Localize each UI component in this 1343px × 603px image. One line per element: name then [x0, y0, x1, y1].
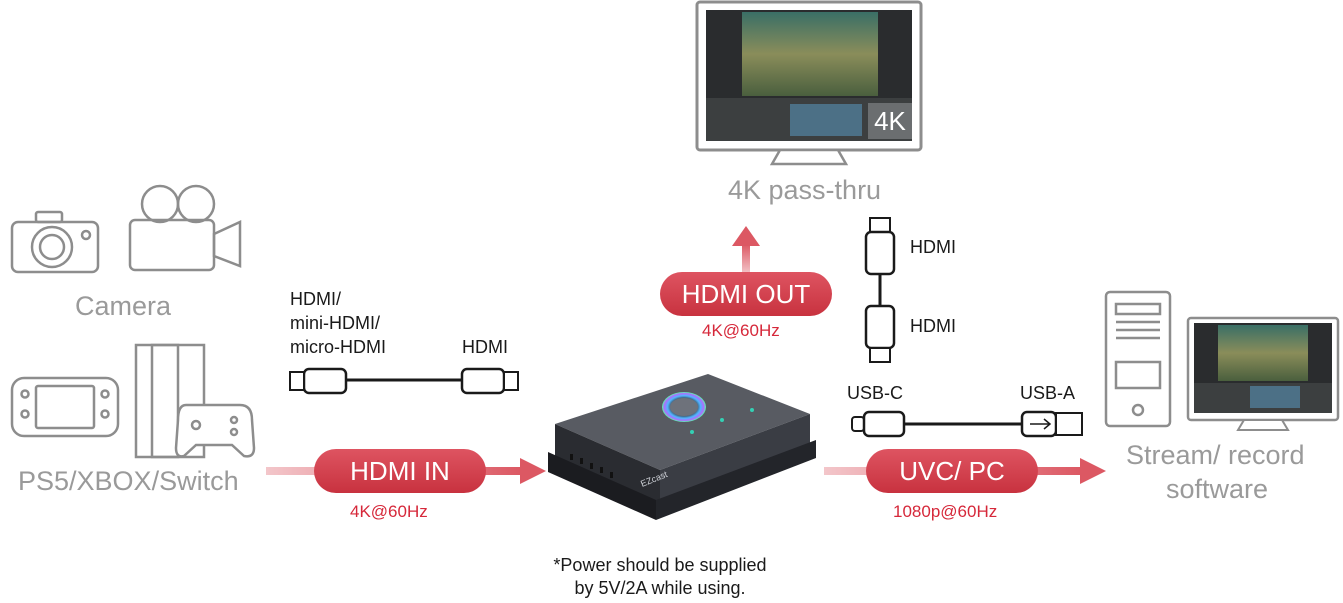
pc-tower-icon [1104, 290, 1172, 428]
console-tower-icon [134, 343, 256, 459]
capture-device-icon [548, 374, 816, 520]
monitor-4k-badge: 4K [868, 103, 912, 139]
stream-monitor-icon [1186, 316, 1340, 431]
power-note-line1: *Power should be supplied [553, 555, 767, 575]
power-note-line2: by 5V/2A while using. [574, 578, 746, 598]
hdmi-out-pill: HDMI OUT [660, 272, 832, 316]
usb-cable [851, 410, 1083, 438]
hdmi-output-cable [864, 217, 896, 363]
switch-console-icon [10, 376, 120, 438]
hdmi-variants-label-line2: mini-HDMI/ [290, 313, 380, 333]
passthru-label: 4K pass-thru [728, 175, 882, 205]
stream-label-line2: software [1166, 474, 1269, 504]
uvc-pc-spec: 1080p@60Hz [893, 502, 998, 521]
camera-label: Camera [75, 291, 172, 321]
video-camera-icon [128, 184, 242, 272]
uvc-pc-pill: UVC/ PC [866, 449, 1038, 493]
hdmi-output-top-label: HDMI [910, 237, 956, 257]
hdmi-in-pill: HDMI IN [314, 449, 486, 493]
hdmi-input-cable [289, 367, 519, 395]
hdmi-output-bottom-label: HDMI [910, 316, 956, 336]
hdmi-out-spec: 4K@60Hz [702, 321, 780, 340]
hdmi-input-right-label: HDMI [462, 337, 508, 357]
hdmi-in-spec: 4K@60Hz [350, 502, 428, 521]
hdmi-out-arrow [732, 226, 760, 274]
hdmi-variants-label-line1: HDMI/ [290, 289, 341, 309]
passthru-monitor-icon [695, 0, 923, 166]
usb-c-label: USB-C [847, 383, 904, 403]
camera-icon [10, 210, 100, 274]
hdmi-variants-label-line3: micro-HDMI [290, 337, 386, 357]
usb-a-label: USB-A [1020, 383, 1076, 403]
consoles-label: PS5/XBOX/Switch [18, 466, 239, 496]
stream-label-line1: Stream/ record [1126, 440, 1305, 470]
